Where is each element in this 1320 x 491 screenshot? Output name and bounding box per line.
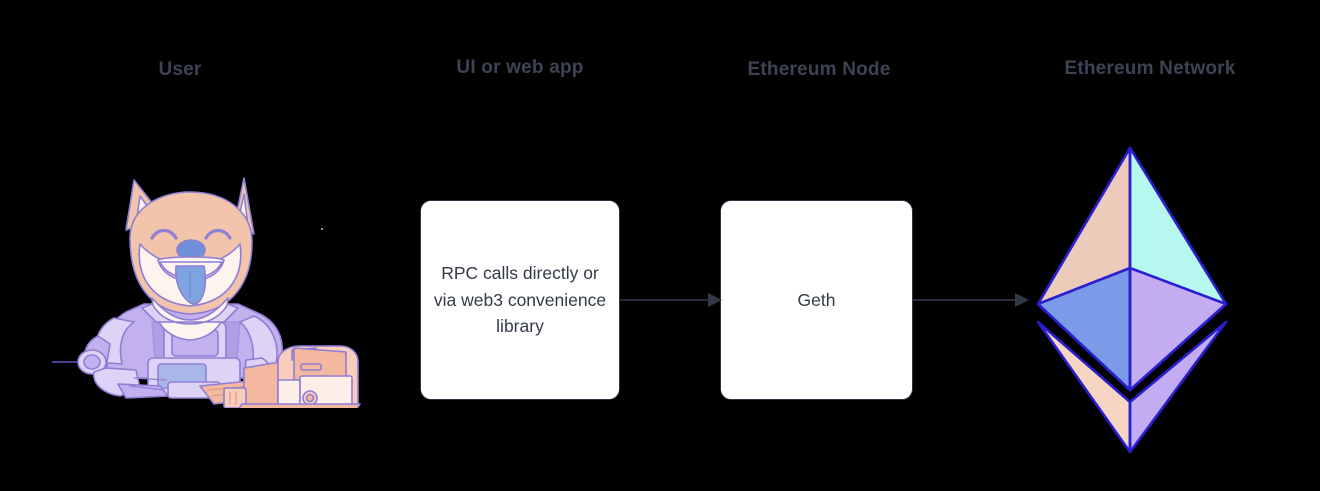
column-heading-ethereum-node: Ethereum Node [747, 59, 891, 80]
column-heading-ethereum-network: Ethereum Network [1064, 58, 1236, 79]
node-box-geth[interactable]: Geth [720, 200, 913, 400]
arrow-rpc-to-geth [620, 293, 722, 307]
node-box-rpc-calls-label: RPC calls directly or via web3 convenien… [433, 263, 607, 337]
node-box-rpc-calls[interactable]: RPC calls directly or via web3 convenien… [420, 200, 620, 400]
column-heading-ui-or-web-app: UI or web app [456, 57, 584, 78]
ethereum-diamond-logo [1036, 146, 1228, 454]
decorative-speck [321, 228, 323, 230]
column-heading-user: User [158, 59, 202, 80]
arrow-geth-to-ethereum-network [913, 293, 1029, 307]
shiba-inu-at-computer-illustration [77, 177, 361, 408]
node-box-geth-label: Geth [797, 289, 836, 310]
